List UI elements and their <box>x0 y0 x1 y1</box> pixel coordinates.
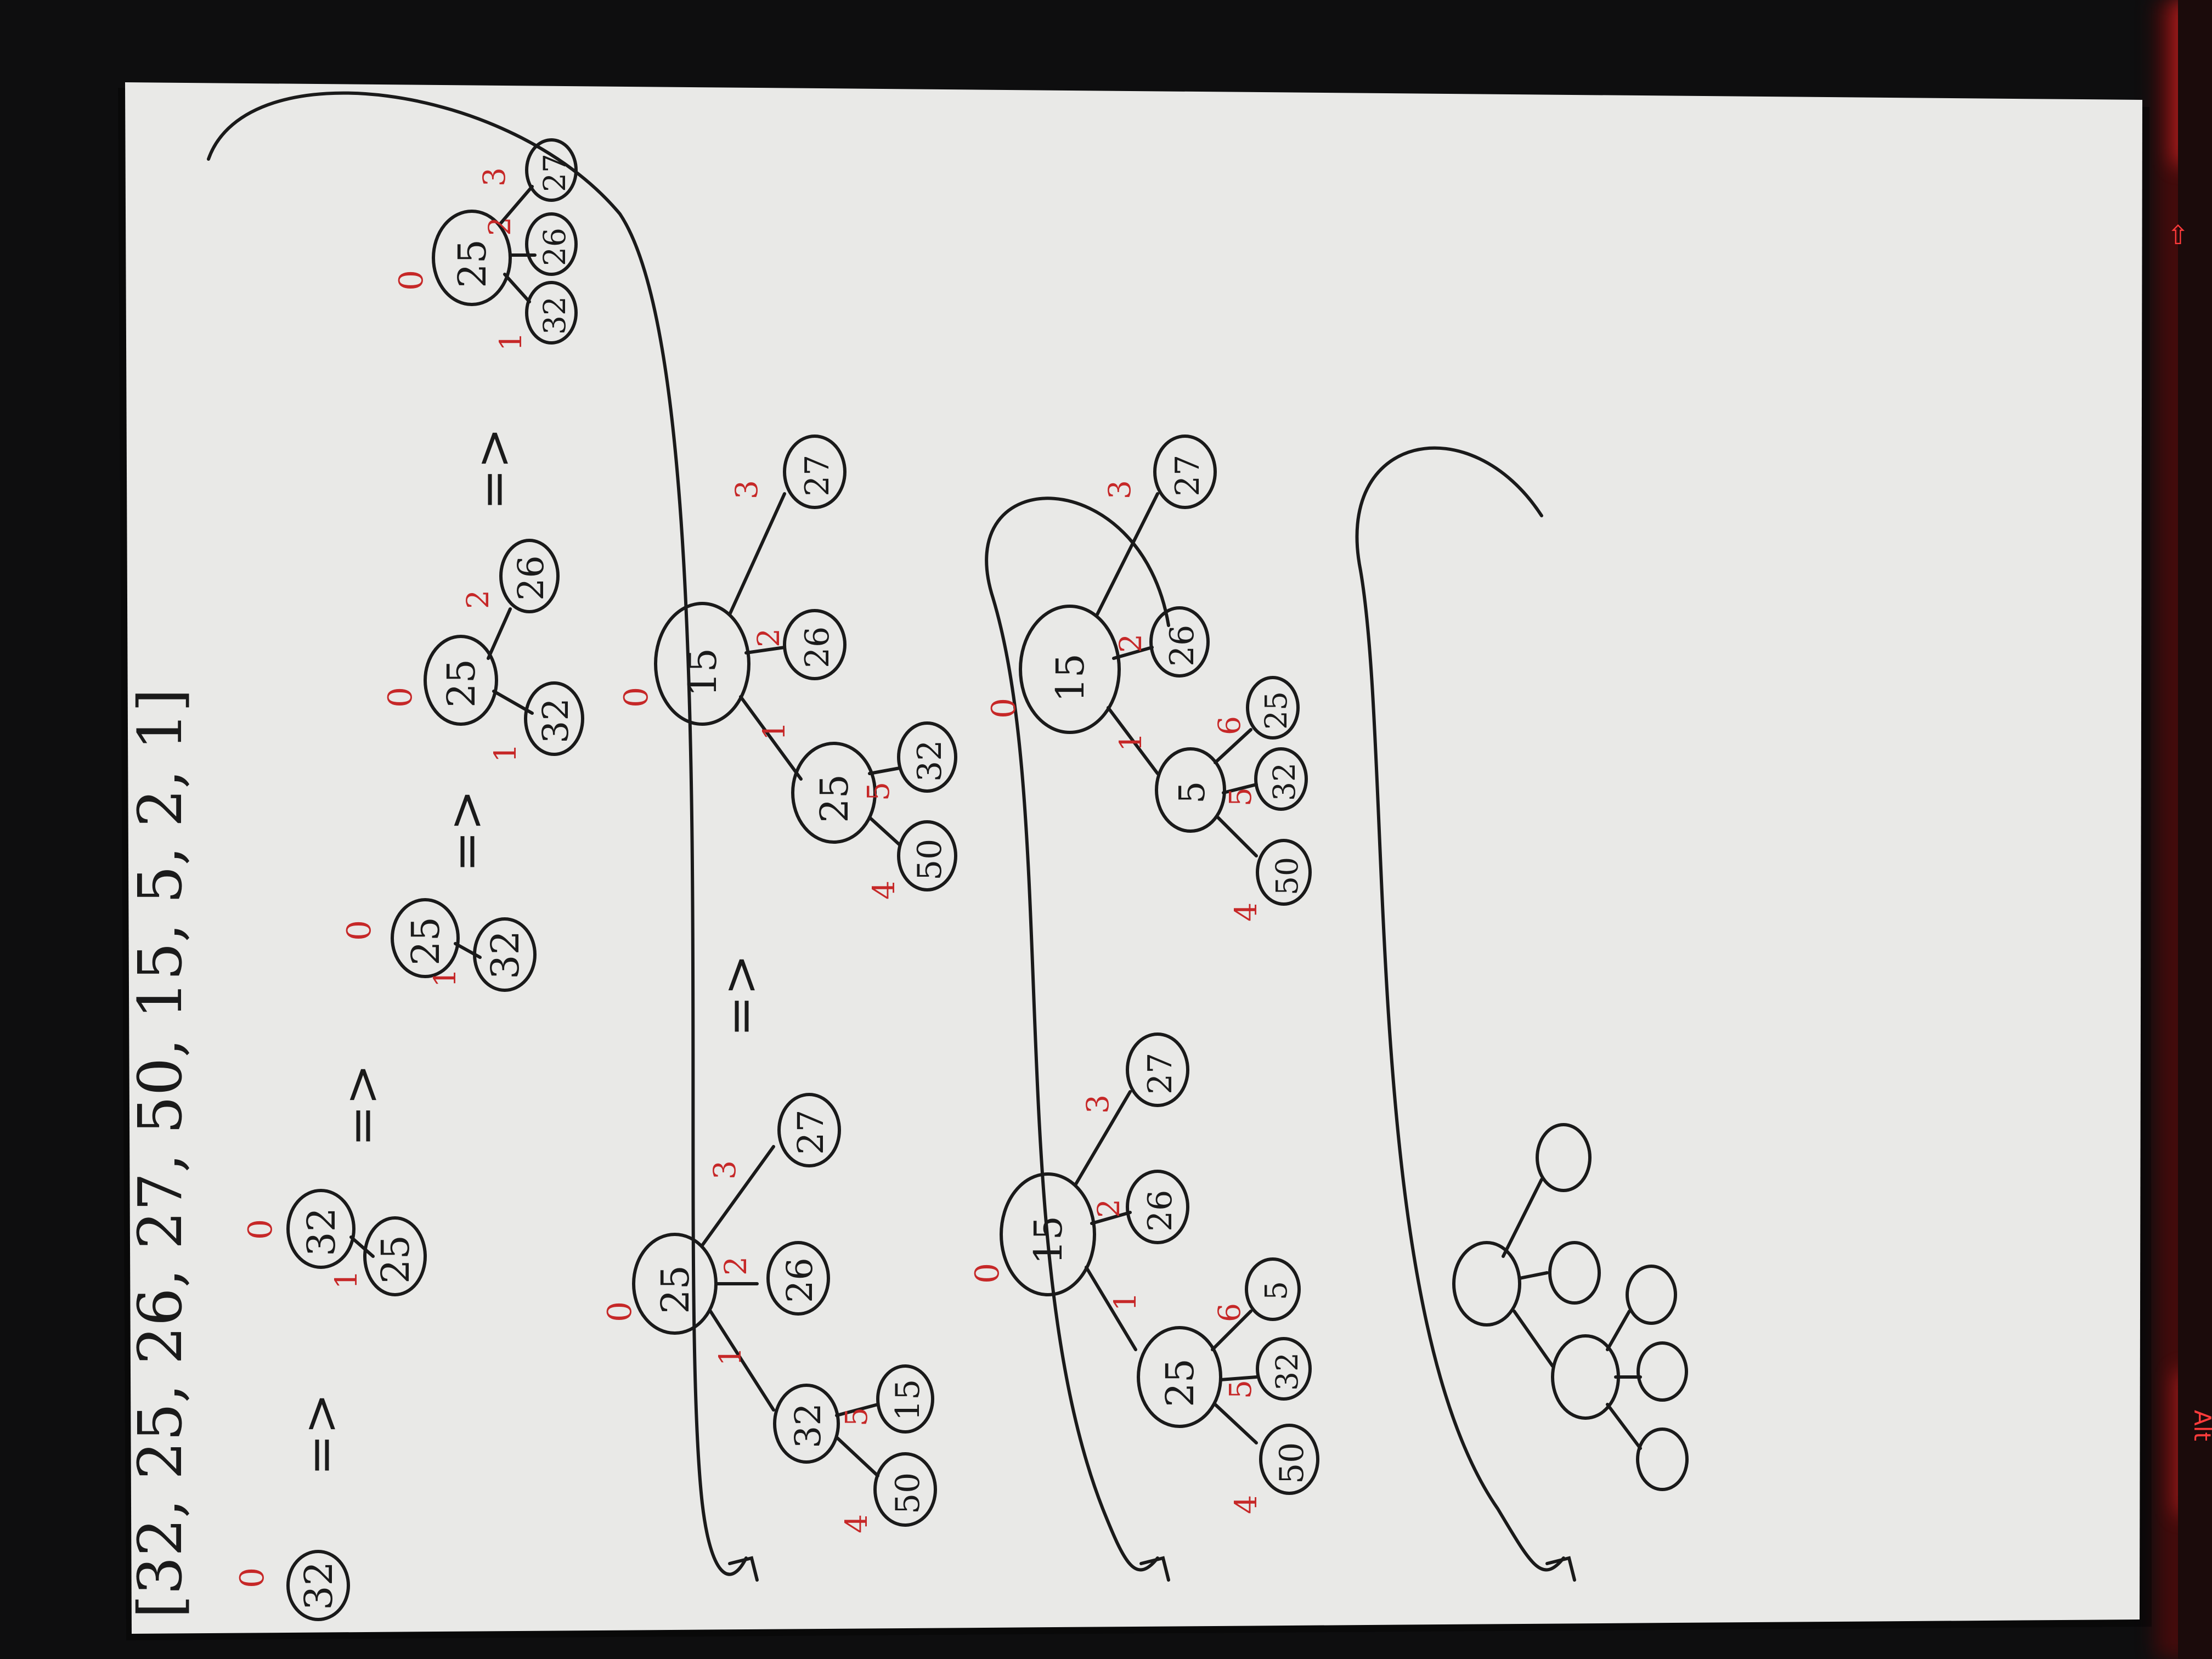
svg-text:3: 3 <box>1080 1094 1115 1114</box>
svg-text:3: 3 <box>477 167 512 187</box>
svg-text:0: 0 <box>601 1301 639 1322</box>
svg-text:4: 4 <box>866 881 901 900</box>
svg-text:6: 6 <box>1212 1303 1247 1322</box>
keyboard-edge <box>2178 0 2212 1659</box>
svg-text:32: 32 <box>911 740 949 782</box>
svg-text:50: 50 <box>889 1472 927 1514</box>
svg-text:25: 25 <box>653 1265 698 1314</box>
svg-text:1: 1 <box>713 1347 748 1366</box>
svg-text:25: 25 <box>439 659 484 708</box>
svg-text:1: 1 <box>1113 732 1148 752</box>
step-4: 0 25 1 2 32 26 <box>381 539 584 763</box>
svg-text:32: 32 <box>483 930 528 979</box>
svg-text:27: 27 <box>1141 1053 1180 1094</box>
svg-text:2: 2 <box>460 590 495 609</box>
svg-text:1: 1 <box>493 332 528 351</box>
paper-sheet <box>118 82 2152 1640</box>
svg-text:0: 0 <box>968 1263 1007 1284</box>
svg-text:5: 5 <box>1172 781 1213 804</box>
node-value: 32 <box>296 1561 341 1610</box>
alt-key-label: Alt <box>2189 1410 2212 1441</box>
svg-text:6: 6 <box>1212 716 1247 735</box>
svg-text:25: 25 <box>450 239 495 288</box>
arrow-key-icon: ⇧ <box>2167 220 2189 251</box>
svg-text:32: 32 <box>537 296 572 335</box>
step-9: 0 15 1 2 3 5 26 27 4 5 6 50 32 <box>985 435 1312 922</box>
svg-text:0: 0 <box>241 1219 280 1240</box>
svg-text:32: 32 <box>788 1403 829 1448</box>
step-5: 0 25 1 2 3 32 26 27 <box>392 138 578 351</box>
svg-text:0: 0 <box>617 687 656 708</box>
svg-text:1: 1 <box>488 743 523 763</box>
svg-text:26: 26 <box>511 555 552 601</box>
svg-text:26: 26 <box>1163 625 1201 667</box>
svg-text:0: 0 <box>985 698 1023 719</box>
final-heap <box>1452 1123 1689 1491</box>
svg-text:25: 25 <box>1158 1358 1203 1407</box>
step-8: 0 15 1 2 3 25 26 27 4 5 6 50 32 <box>968 1032 1319 1514</box>
svg-text:5: 5 <box>839 1407 874 1426</box>
svg-text:=>: => <box>465 427 522 510</box>
svg-text:1: 1 <box>1108 1292 1143 1311</box>
svg-text:27: 27 <box>1169 455 1207 496</box>
svg-text:32: 32 <box>535 698 577 743</box>
order-label: 0 <box>233 1567 272 1588</box>
svg-text:2: 2 <box>1113 634 1148 653</box>
svg-text:5: 5 <box>1223 1380 1258 1399</box>
svg-text:1: 1 <box>757 721 792 741</box>
array-header: [32, 25, 26, 27, 50, 15, 5, 2, 1] <box>125 689 195 1618</box>
svg-text:15: 15 <box>680 648 725 697</box>
svg-text:3: 3 <box>707 1160 742 1180</box>
svg-text:3: 3 <box>729 480 764 499</box>
svg-text:1: 1 <box>329 1270 364 1289</box>
svg-text:32: 32 <box>299 1207 344 1256</box>
svg-text:=>: => <box>712 954 769 1037</box>
handwritten-notes: [32, 25, 26, 27, 50, 15, 5, 2, 1] 0 32 =… <box>125 91 1689 1621</box>
svg-text:2: 2 <box>1091 1199 1126 1218</box>
step-3: 0 25 1 32 <box>340 898 537 992</box>
svg-text:32: 32 <box>1269 1352 1305 1391</box>
svg-text:5: 5 <box>1223 787 1258 806</box>
svg-text:5: 5 <box>861 782 896 801</box>
svg-text:=>: => <box>437 789 495 872</box>
svg-text:0: 0 <box>340 920 379 941</box>
svg-text:27: 27 <box>537 154 572 192</box>
svg-text:25: 25 <box>812 774 857 823</box>
svg-text:27: 27 <box>791 1109 832 1155</box>
svg-text:4: 4 <box>1228 1495 1263 1514</box>
svg-text:25: 25 <box>373 1235 418 1284</box>
svg-text:26: 26 <box>1141 1190 1180 1232</box>
svg-text:25: 25 <box>1259 691 1294 730</box>
arrow: => <box>292 1393 349 1476</box>
svg-text:50: 50 <box>911 839 949 881</box>
svg-text:50: 50 <box>1273 1442 1311 1484</box>
svg-text:2: 2 <box>751 628 786 647</box>
svg-text:2: 2 <box>482 217 517 236</box>
svg-text:1: 1 <box>427 968 462 988</box>
svg-text:0: 0 <box>381 687 420 708</box>
svg-text:=>: => <box>333 1064 391 1147</box>
svg-text:50: 50 <box>1269 857 1305 895</box>
step-2: 0 32 1 25 <box>241 1189 427 1296</box>
step-6: 0 25 1 2 3 32 26 27 4 5 50 15 <box>601 1093 937 1533</box>
svg-text:15: 15 <box>1026 1216 1071 1265</box>
step-7: 0 15 1 2 3 25 26 27 4 5 50 32 <box>617 435 957 900</box>
svg-text:5: 5 <box>1259 1281 1294 1300</box>
svg-text:26: 26 <box>537 228 572 266</box>
svg-text:4: 4 <box>839 1514 874 1533</box>
svg-text:15: 15 <box>889 1379 927 1421</box>
svg-text:3: 3 <box>1102 480 1137 499</box>
svg-text:27: 27 <box>798 455 837 496</box>
svg-text:32: 32 <box>1267 763 1302 801</box>
svg-text:15: 15 <box>1048 653 1093 702</box>
svg-text:25: 25 <box>403 917 448 966</box>
svg-text:4: 4 <box>1228 902 1263 922</box>
step-1: 0 32 <box>233 1550 350 1621</box>
svg-text:2: 2 <box>718 1256 753 1276</box>
svg-text:0: 0 <box>392 270 431 291</box>
svg-text:26: 26 <box>798 627 837 668</box>
svg-text:26: 26 <box>780 1257 821 1303</box>
